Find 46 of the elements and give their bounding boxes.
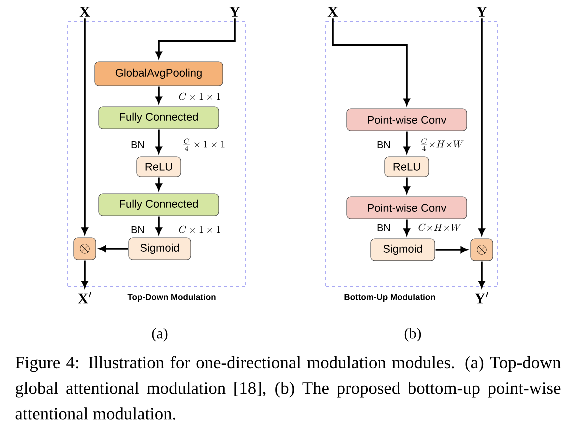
arrow: [478, 18, 486, 236]
pooling-box: GlobalAvgPooling: [94, 62, 224, 86]
arrow: [156, 86, 162, 104]
conv-box: Point-wise Conv: [346, 108, 468, 132]
activation-box: ReLU: [136, 156, 182, 178]
signal-label: $\mathbf{X}'$: [78, 292, 92, 304]
panel-label: (a): [152, 328, 168, 342]
arrow: [156, 18, 236, 58]
arrow: [82, 18, 88, 234]
arrow: [404, 178, 410, 194]
norm-label: BN: [378, 224, 390, 232]
layer-box: Fully Connected: [98, 194, 220, 216]
arrow: [156, 178, 162, 190]
activation-box: Sigmoid: [370, 238, 436, 262]
arrow: [404, 132, 410, 154]
caption: Figure 4: Illustration for one-directional modulation modules. (a) Top-down global attentional modulation [18], (b) The proposed bottom-up point-wise attentional modulation.: [16, 356, 562, 420]
arrow: [436, 246, 468, 254]
edge-label: $C\times 1\times 1$: [179, 226, 220, 234]
arrow: [156, 216, 162, 234]
arrow: [478, 262, 486, 288]
edge-label: $C\times 1\times 1$: [179, 92, 220, 100]
signal-label: $\mathbf{X}$: [328, 7, 338, 17]
activation-box: Sigmoid: [128, 238, 192, 260]
multiply-box: $\otimes$: [74, 238, 96, 260]
node-label: Top-Down Modulation: [128, 294, 216, 302]
signal-label: $\mathbf{Y}$: [230, 7, 240, 17]
norm-label: BN: [132, 142, 144, 148]
arrow: [156, 130, 162, 154]
signal-label: $\mathbf{Y}$: [476, 7, 488, 17]
signal-label: $\mathbf{X}$: [80, 7, 90, 17]
node-label: Bottom-Up Modulation: [344, 294, 436, 302]
layer-box: Fully Connected: [98, 106, 220, 130]
multiply-box: $\otimes$: [470, 238, 494, 262]
activation-box: ReLU: [384, 156, 430, 178]
conv-box: Point-wise Conv: [346, 196, 468, 220]
norm-label: BN: [132, 226, 144, 234]
edge-label: $\frac{C}{4}\times 1\times 1$: [184, 138, 225, 152]
signal-label: $\mathbf{Y}'$: [475, 292, 489, 304]
edge-label: $C{\times}H{\times}W$: [418, 224, 462, 232]
norm-label: BN: [378, 142, 390, 148]
panel-label: (b): [404, 328, 422, 342]
arrow: [332, 18, 410, 106]
arrow: [100, 246, 128, 252]
arrow: [404, 220, 410, 236]
edge-label: $\frac{C}{4}{\times}H{\times}W$: [421, 138, 464, 152]
arrow: [82, 260, 88, 288]
